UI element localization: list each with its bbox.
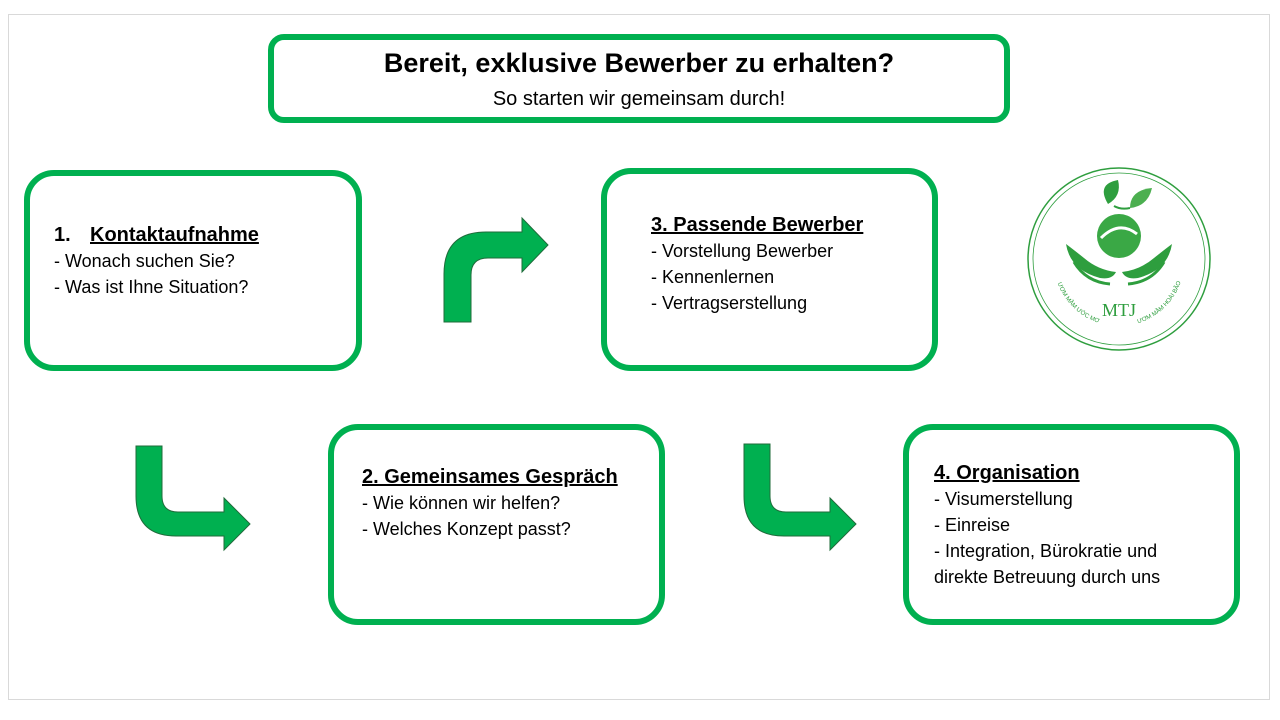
step-4-item: - Integration, Bürokratie und: [934, 541, 1158, 561]
step-3-title: 3. Passende Bewerber: [651, 214, 864, 236]
step-2-items: - Wie können wir helfen? - Welches Konze…: [362, 490, 618, 542]
bent-arrow-down-right-icon: [135, 445, 251, 552]
mtj-logo: MTJ ƯƠM MẦM ƯỚC MƠ ƯƠM MẦM HOÀI BÃO: [1027, 167, 1211, 351]
step-3-box: 3. Passende Bewerber - Vorstellung Bewer…: [601, 168, 938, 371]
step-3-item: - Vorstellung Bewerber: [651, 241, 834, 261]
page-subtitle: So starten wir gemeinsam durch!: [492, 88, 786, 110]
step-2-item: - Wie können wir helfen?: [362, 493, 561, 513]
step-1-items: - Wonach suchen Sie? - Was ist Ihne Situ…: [54, 248, 259, 300]
step-1-title: Kontaktaufnahme: [90, 224, 259, 246]
step-4-content: 4. Organisation - Visumerstellung - Einr…: [934, 460, 1160, 590]
step-1-number: 1.: [54, 224, 71, 246]
step-2-content: 2. Gemeinsames Gespräch - Wie können wir…: [362, 464, 618, 542]
logo-initials: MTJ: [1102, 300, 1136, 320]
page-title: Bereit, exklusive Bewerber zu erhalten?: [383, 48, 895, 78]
title-box: Bereit, exklusive Bewerber zu erhalten? …: [268, 34, 1010, 123]
step-3-items: - Vorstellung Bewerber - Kennenlernen - …: [651, 238, 863, 316]
step-4-title: 4. Organisation: [934, 462, 1080, 484]
step-3-content: 3. Passende Bewerber - Vorstellung Bewer…: [651, 212, 863, 316]
step-1-item: - Wonach suchen Sie?: [54, 251, 235, 271]
step-4-box: 4. Organisation - Visumerstellung - Einr…: [903, 424, 1240, 625]
step-4-items: - Visumerstellung - Einreise - Integrati…: [934, 486, 1160, 590]
step-1-box: 1. Kontaktaufnahme - Wonach suchen Sie? -…: [24, 170, 362, 371]
step-1-item: - Was ist Ihne Situation?: [54, 277, 249, 297]
step-1-heading: 1. Kontaktaufnahme: [54, 222, 259, 248]
step-4-item: - Visumerstellung: [934, 489, 1073, 509]
step-3-item: - Vertragserstellung: [651, 293, 808, 313]
step-4-item: - Einreise: [934, 515, 1011, 535]
step-1-content: 1. Kontaktaufnahme - Wonach suchen Sie? -…: [54, 222, 259, 300]
step-2-title: 2. Gemeinsames Gespräch: [362, 466, 618, 488]
bent-arrow-down-right-icon: [743, 443, 857, 552]
step-4-item: direkte Betreuung durch uns: [934, 567, 1161, 587]
step-3-item: - Kennenlernen: [651, 267, 775, 287]
bent-arrow-up-right-icon: [443, 216, 549, 323]
step-2-box: 2. Gemeinsames Gespräch - Wie können wir…: [328, 424, 665, 625]
step-2-item: - Welches Konzept passt?: [362, 519, 571, 539]
